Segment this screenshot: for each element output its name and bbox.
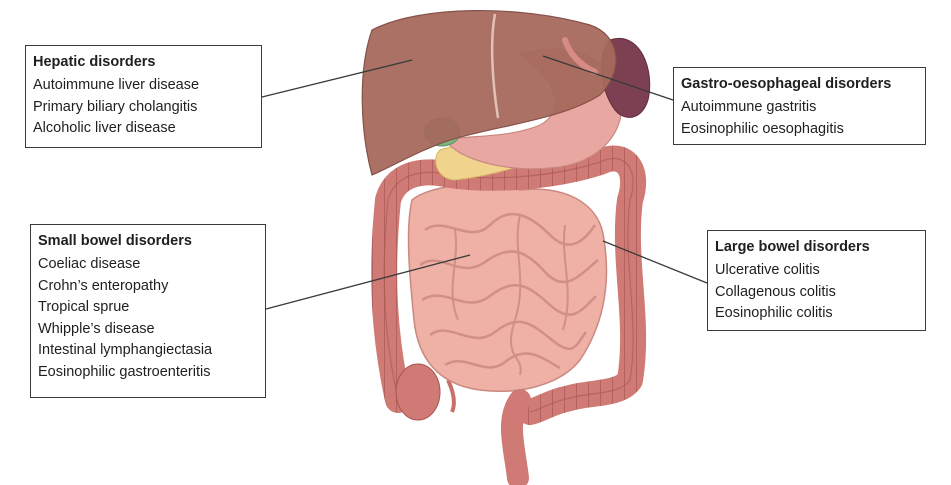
large-bowel-disorders-box: Large bowel disorders Ulcerative colitis…: [707, 230, 926, 331]
list-item: Ulcerative colitis: [715, 260, 918, 282]
box-title: Hepatic disorders: [33, 52, 254, 73]
list-item: Autoimmune liver disease: [33, 75, 254, 97]
appendix: [448, 380, 454, 412]
list-item: Eosinophilic gastroenteritis: [38, 362, 258, 384]
box-title: Small bowel disorders: [38, 231, 258, 252]
list-item: Intestinal lymphangiectasia: [38, 340, 258, 362]
list-item: Alcoholic liver disease: [33, 118, 254, 140]
list-item: Autoimmune gastritis: [681, 97, 918, 119]
list-item: Primary biliary cholangitis: [33, 97, 254, 119]
small-intestine: [408, 185, 606, 391]
list-item: Whipple’s disease: [38, 319, 258, 341]
list-item: Collagenous colitis: [715, 282, 918, 304]
rectum: [512, 400, 520, 478]
caecum: [396, 364, 440, 420]
hepatic-disorders-box: Hepatic disorders Autoimmune liver disea…: [25, 45, 262, 148]
box-title: Large bowel disorders: [715, 237, 918, 258]
gastro-oesophageal-disorders-box: Gastro-oesophageal disorders Autoimmune …: [673, 67, 926, 145]
list-item: Crohn’s enteropathy: [38, 276, 258, 298]
list-item: Coeliac disease: [38, 254, 258, 276]
list-item: Eosinophilic oesophagitis: [681, 119, 918, 141]
list-item: Tropical sprue: [38, 297, 258, 319]
small-bowel-disorders-box: Small bowel disorders Coeliac disease Cr…: [30, 224, 266, 398]
box-title: Gastro-oesophageal disorders: [681, 74, 918, 95]
list-item: Eosinophilic colitis: [715, 303, 918, 325]
